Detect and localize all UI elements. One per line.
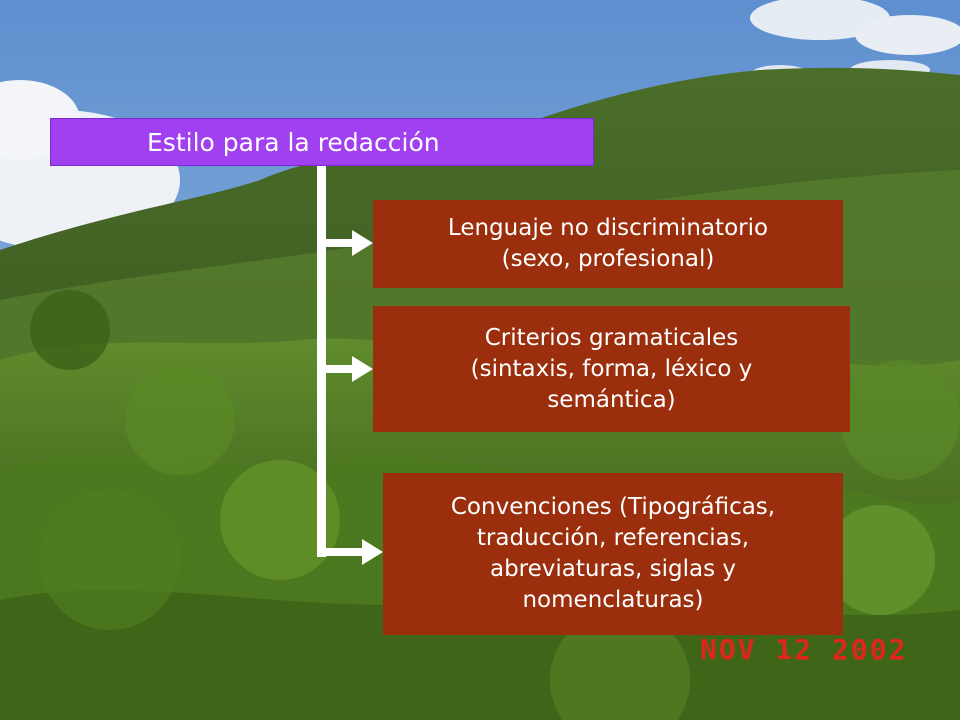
node-label: Convenciones (Tipográficas, traducción, …: [450, 494, 776, 613]
branch-line-1: [317, 239, 355, 247]
vertical-connector-line: [317, 165, 326, 557]
diagram-title: Estilo para la redacción: [147, 128, 440, 157]
diagram-title-box: Estilo para la redacción: [50, 118, 594, 166]
branch-arrowhead-3: [362, 539, 383, 565]
node-label: Lenguaje no discriminatorio (sexo, profe…: [447, 215, 769, 272]
node-criterios-gramaticales: Criterios gramaticales (sintaxis, forma,…: [373, 306, 850, 432]
branch-arrowhead-2: [352, 356, 373, 382]
photo-date-stamp: NOV 12 2002: [700, 633, 908, 666]
branch-line-3: [317, 548, 365, 556]
branch-line-2: [317, 365, 355, 373]
node-label: Criterios gramaticales (sintaxis, forma,…: [470, 324, 753, 413]
branch-arrowhead-1: [352, 230, 373, 256]
node-convenciones: Convenciones (Tipográficas, traducción, …: [383, 473, 843, 635]
node-lenguaje-no-discriminatorio: Lenguaje no discriminatorio (sexo, profe…: [373, 200, 843, 288]
